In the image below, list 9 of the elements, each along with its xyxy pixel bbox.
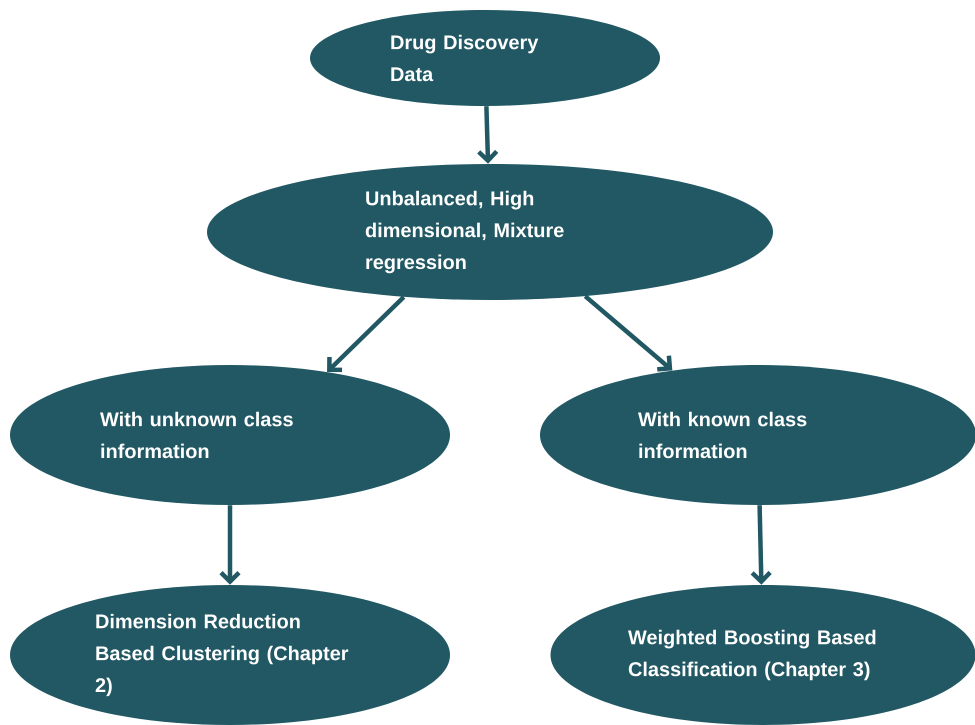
ellipse-node: Dimension Reduction Based Clustering (Chapter 2)	[10, 585, 450, 725]
arrow	[327, 295, 406, 372]
arrow	[750, 505, 772, 585]
arrow	[477, 106, 498, 164]
ellipse-node: Unbalanced, High dimensional, Mixture regression	[207, 164, 773, 300]
arrow	[219, 505, 241, 585]
ellipse-node: Drug Discovery Data	[310, 10, 660, 106]
ellipse-node: With unknown class information	[10, 365, 450, 505]
arrow	[584, 294, 672, 372]
